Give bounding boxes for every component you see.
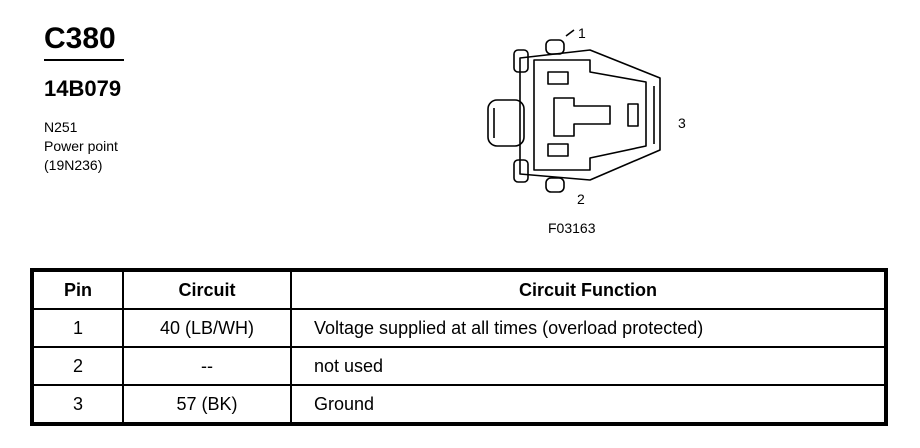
pin-cell: 3 — [32, 384, 124, 424]
locking-tab-shape — [487, 99, 525, 147]
title-underline — [44, 59, 124, 61]
pin-label-2: 2 — [577, 191, 585, 207]
connector-description: N251 Power point (19N236) — [44, 118, 118, 175]
bottom-key-shape — [545, 177, 565, 193]
table-header-row: Pin Circuit Circuit Function — [32, 270, 886, 310]
center-key-shape — [553, 97, 611, 137]
part-number: 14B079 — [44, 76, 122, 101]
location-code: N251 — [44, 119, 78, 135]
table-row: 3 57 (BK) Ground — [32, 384, 886, 424]
pin-label-3: 3 — [678, 115, 686, 131]
top-key-shape — [545, 39, 565, 55]
function-cell: Voltage supplied at all times (overload … — [290, 308, 886, 348]
pin-table: Pin Circuit Circuit Function 1 40 (LB/WH… — [30, 268, 888, 426]
pin2-cavity — [547, 143, 569, 157]
circuit-cell: 57 (BK) — [122, 384, 292, 424]
pin-cell: 2 — [32, 346, 124, 386]
connector-face-diagram — [487, 29, 661, 193]
circuit-cell: -- — [122, 346, 292, 386]
pin1-cavity — [547, 71, 569, 85]
table-row: 2 -- not used — [32, 346, 886, 386]
description-text: Power point — [44, 138, 118, 154]
header-circuit-function: Circuit Function — [290, 270, 886, 310]
table-row: 1 40 (LB/WH) Voltage supplied at all tim… — [32, 308, 886, 348]
pin-label-1: 1 — [578, 25, 586, 41]
header-pin: Pin — [32, 270, 124, 310]
function-cell: Ground — [290, 384, 886, 424]
pin3-cavity — [627, 103, 639, 127]
header-circuit: Circuit — [122, 270, 292, 310]
connector-body-shape — [519, 49, 661, 181]
figure-id: F03163 — [548, 220, 596, 236]
function-cell: not used — [290, 346, 886, 386]
pin-cell: 1 — [32, 308, 124, 348]
connector-inner-face — [533, 59, 647, 171]
reference-code: (19N236) — [44, 157, 103, 173]
connector-id-title: C380 — [44, 22, 116, 55]
circuit-cell: 40 (LB/WH) — [122, 308, 292, 348]
